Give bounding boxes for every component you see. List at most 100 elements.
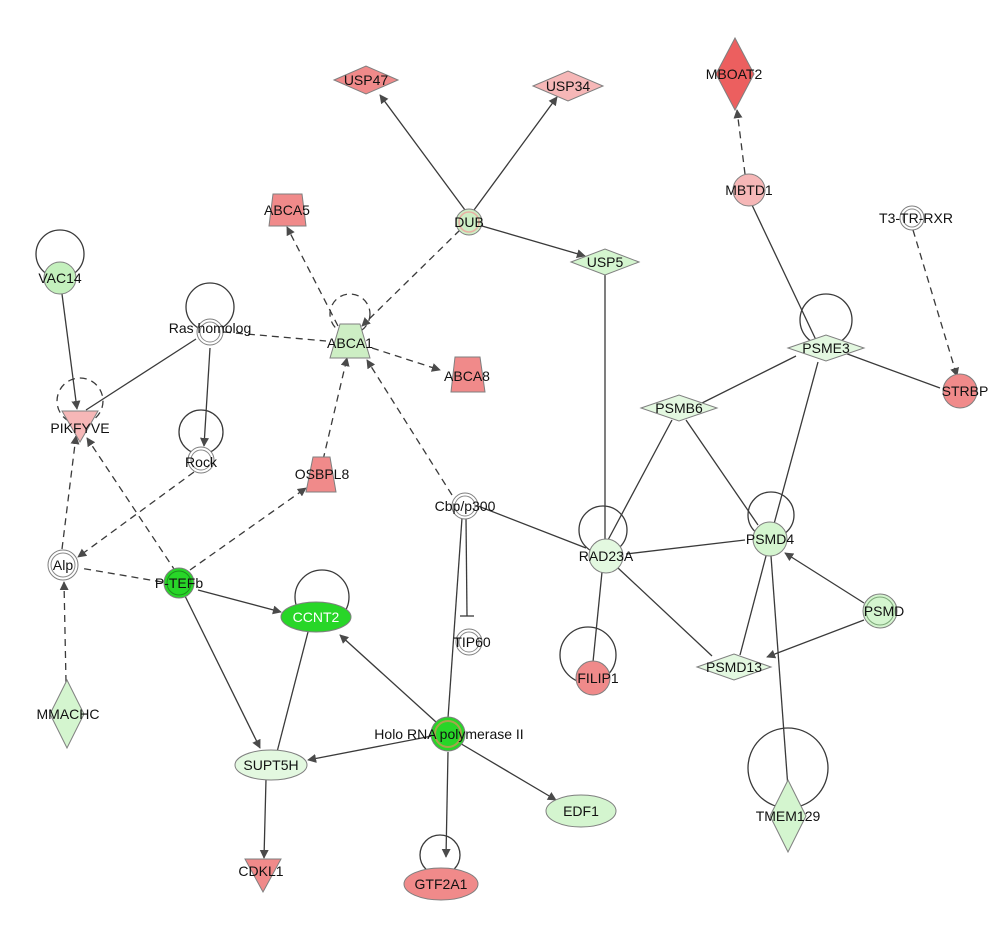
node-t3trrxr-shape <box>899 205 925 231</box>
node-psmb6[interactable]: PSMB6 <box>639 394 719 422</box>
node-psmd13-shape <box>695 653 773 681</box>
node-mbtd1[interactable]: MBTD1 <box>725 173 773 207</box>
edge-dub-abca1 <box>361 229 461 327</box>
node-t3trrxr[interactable]: T3-TR-RXR <box>879 205 953 231</box>
edge-dub-usp5 <box>481 225 586 259</box>
edge-holo-gtf2a1 <box>441 751 451 858</box>
node-t3trrxr-label: T3-TR-RXR <box>879 210 953 226</box>
node-edf1[interactable]: EDF1 <box>545 794 617 828</box>
node-mmachc-label: MMACHC <box>37 706 100 722</box>
node-osbpl8[interactable]: OSBPL8 <box>295 456 350 493</box>
node-cdkl1[interactable]: CDKL1 <box>238 858 284 894</box>
node-strbp[interactable]: STRBP <box>942 373 989 409</box>
node-cbp[interactable]: Cbp/p300 <box>435 492 496 520</box>
node-strbp-shape <box>942 373 978 409</box>
node-rock[interactable]: Rock <box>185 446 218 474</box>
node-pikfyve[interactable]: PIKFYVE <box>50 410 110 443</box>
edge-mbtd1-mboat2 <box>733 109 746 175</box>
node-abca1[interactable]: ABCA1 <box>327 323 373 359</box>
node-ccnt2[interactable]: CCNT2 <box>280 601 352 633</box>
node-rashomolog[interactable]: Ras homolog <box>169 318 252 346</box>
edge-ptefb-ccnt2 <box>197 589 282 615</box>
node-dub[interactable]: DUB <box>454 208 484 236</box>
node-mboat2[interactable]: MBOAT2 <box>706 36 763 112</box>
edge-ptefb-supt5h <box>184 595 261 749</box>
node-holo-label: Holo RNA polymerase II <box>374 726 523 742</box>
node-tip60-shape <box>455 628 483 656</box>
node-rad23a-shape <box>588 538 624 574</box>
node-usp34[interactable]: USP34 <box>531 70 605 102</box>
node-edf1-shape <box>545 794 617 828</box>
node-alp[interactable]: Alp <box>47 549 79 581</box>
node-ptefb[interactable]: P-TEFb <box>155 567 203 599</box>
node-psmd[interactable]: PSMD <box>862 593 904 629</box>
edge-psmd-psmd4 <box>784 552 865 604</box>
node-alp-shape <box>47 549 79 581</box>
node-tmem129-shape <box>769 778 807 854</box>
node-tmem129-label: TMEM129 <box>756 808 821 824</box>
node-supt5h-label: SUPT5H <box>243 757 298 773</box>
edge-ptefb-pikfyve <box>86 437 177 573</box>
edge-abca1-abca5 <box>286 226 339 327</box>
node-psmb6-shape <box>639 394 719 422</box>
node-supt5h[interactable]: SUPT5H <box>234 749 308 781</box>
node-dub-ring <box>458 211 480 233</box>
edge-alp-pikfyve <box>61 435 80 550</box>
node-psme3[interactable]: PSME3 <box>786 334 866 362</box>
edge-supt5h-cdkl1 <box>259 778 269 859</box>
edge-rashomolog-pikfyve <box>85 338 197 411</box>
edge-abca1-abca8 <box>371 347 441 372</box>
node-mmachc[interactable]: MMACHC <box>37 678 100 750</box>
node-psmd4[interactable]: PSMD4 <box>746 521 794 557</box>
edge-rashomolog-abca1 <box>223 331 327 342</box>
node-vac14-shape <box>43 261 77 295</box>
self-loop-abca1 <box>329 293 371 335</box>
node-cbp-label: Cbp/p300 <box>435 498 496 514</box>
node-usp47-shape <box>332 65 400 95</box>
node-abca8-shape <box>450 356 486 393</box>
node-usp5[interactable]: USP5 <box>569 248 641 276</box>
node-abca8[interactable]: ABCA8 <box>444 356 490 393</box>
node-rock-shape <box>187 446 215 474</box>
node-ptefb-label: P-TEFb <box>155 575 203 591</box>
edge-psmd4-tmem129 <box>770 555 789 789</box>
node-mmachc-shape <box>49 678 85 750</box>
node-pikfyve-shape <box>61 410 99 443</box>
node-abca5[interactable]: ABCA5 <box>264 193 310 227</box>
edge-psmd4-psmd13 <box>739 555 767 656</box>
node-rock-ring <box>190 449 212 471</box>
node-strbp-label: STRBP <box>942 383 989 399</box>
node-psmd-ring <box>865 596 895 626</box>
node-psmd-shape <box>862 593 898 629</box>
node-ptefb-ring <box>166 570 192 596</box>
node-usp47[interactable]: USP47 <box>332 65 400 95</box>
node-holo-ring <box>434 720 462 748</box>
node-abca5-label: ABCA5 <box>264 202 310 218</box>
edge-rashomolog-rock <box>200 347 211 447</box>
node-vac14[interactable]: VAC14 <box>38 261 82 295</box>
node-holo[interactable]: Holo RNA polymerase II <box>374 716 524 752</box>
node-edf1-label: EDF1 <box>563 803 599 819</box>
node-ptefb-shape <box>163 567 195 599</box>
node-usp34-shape <box>531 70 605 102</box>
node-tip60-ring <box>458 631 480 653</box>
edge-ccnt2-supt5h <box>276 631 309 753</box>
node-rad23a[interactable]: RAD23A <box>579 538 634 574</box>
node-t3trrxr-ring <box>902 208 922 228</box>
edge-rad23a-psmd4 <box>625 539 746 555</box>
node-abca1-shape <box>329 323 371 359</box>
node-filip1[interactable]: FILIP1 <box>575 660 619 696</box>
node-filip1-shape <box>575 660 611 696</box>
edge-rock-alp <box>77 471 195 558</box>
edge-dub-usp47 <box>379 94 466 211</box>
node-tmem129[interactable]: TMEM129 <box>756 778 821 854</box>
node-psmd13[interactable]: PSMD13 <box>695 653 773 681</box>
self-loop-pikfyve <box>56 377 104 425</box>
node-mboat2-shape <box>715 36 755 112</box>
node-gtf2a1[interactable]: GTF2A1 <box>403 867 479 901</box>
node-usp5-label: USP5 <box>587 254 624 270</box>
node-tip60[interactable]: TIP60 <box>453 628 491 656</box>
edge-osbpl8-abca1 <box>322 357 350 461</box>
node-pikfyve-label: PIKFYVE <box>50 420 109 436</box>
